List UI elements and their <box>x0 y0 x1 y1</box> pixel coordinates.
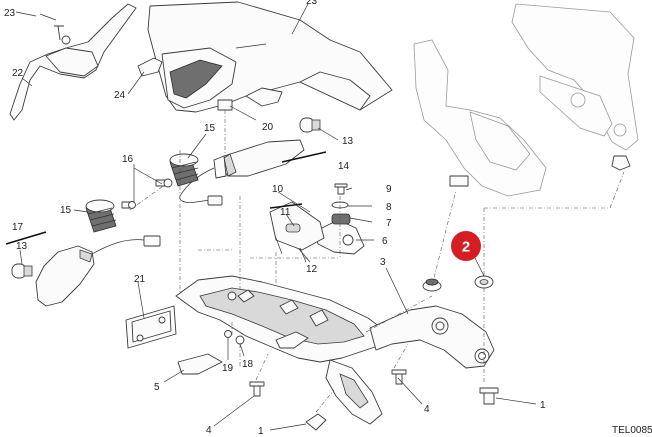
callout-17: 17 <box>12 222 24 233</box>
callout-6: 6 <box>382 236 388 247</box>
callout-7: 7 <box>386 218 392 229</box>
part-18-nut <box>235 335 245 345</box>
part-4-screw-right <box>391 369 407 385</box>
callout-4-left: 4 <box>206 425 212 436</box>
callout-12: 12 <box>306 264 318 275</box>
part-9-screw <box>334 183 348 195</box>
callout-3: 3 <box>380 257 386 268</box>
part-5-cover <box>177 353 223 375</box>
part-24-clip <box>137 57 163 77</box>
part-2-grommet <box>422 275 494 292</box>
callout-numbers: 23 22 24 23 20 15 13 14 16 10 9 8 11 7 1… <box>4 0 546 437</box>
turn-indicator-right <box>179 139 305 206</box>
callout-13-right: 13 <box>342 136 354 147</box>
bulb-13-left <box>11 263 33 279</box>
part-1-screw-bottom <box>305 413 327 431</box>
callout-21: 21 <box>134 274 146 285</box>
turn-indicator-left <box>35 235 161 307</box>
number-plate-holder <box>175 275 386 425</box>
grommet-15-upper <box>169 153 199 187</box>
callout-19: 19 <box>222 363 234 374</box>
part-3-bracket <box>369 305 495 369</box>
callout-18: 18 <box>242 359 254 370</box>
screw-16 <box>121 178 173 209</box>
callout-20: 20 <box>262 122 274 133</box>
group-bars <box>5 151 327 245</box>
callout-13-left: 13 <box>16 241 28 252</box>
callout-22: 22 <box>12 68 24 79</box>
part-10-11-bracket <box>269 201 325 263</box>
callout-1-right: 1 <box>540 400 546 411</box>
highlight-badge-circle[interactable] <box>451 231 481 261</box>
seat-cowl <box>147 1 393 113</box>
callout-10: 10 <box>272 184 284 195</box>
drawing-code: TEL00852 <box>612 425 652 436</box>
callout-1-bottom: 1 <box>258 426 264 437</box>
callout-8: 8 <box>386 202 392 213</box>
callout-23-top: 23 <box>306 0 318 7</box>
callout-14: 14 <box>338 161 350 172</box>
callout-24: 24 <box>114 90 126 101</box>
part-21-reflector <box>125 305 177 349</box>
part-22-bracket-arm <box>9 3 137 121</box>
ghost-rear-frame-outline <box>413 3 639 197</box>
callout-leaders <box>15 3 537 431</box>
part-1-screw-right <box>479 387 499 405</box>
callout-4-right: 4 <box>424 404 430 415</box>
bulb-13-right <box>299 117 321 133</box>
callout-15-lower: 15 <box>60 205 72 216</box>
spacer-top-right <box>449 155 631 187</box>
part-4-screw-left <box>249 381 265 397</box>
callout-11: 11 <box>280 207 291 218</box>
callout-23-left: 23 <box>4 8 16 19</box>
callout-15-upper: 15 <box>204 123 216 134</box>
part-7-damper <box>331 213 351 225</box>
assembly-axis-lines <box>129 150 625 413</box>
highlight-badge[interactable]: 2 <box>451 231 481 261</box>
grommet-15-lower <box>85 199 117 233</box>
callout-9: 9 <box>386 184 392 195</box>
callout-5: 5 <box>154 382 160 393</box>
part-19-washer <box>224 330 232 338</box>
callout-16: 16 <box>122 154 134 165</box>
highlight-badge-label: 2 <box>462 239 470 256</box>
